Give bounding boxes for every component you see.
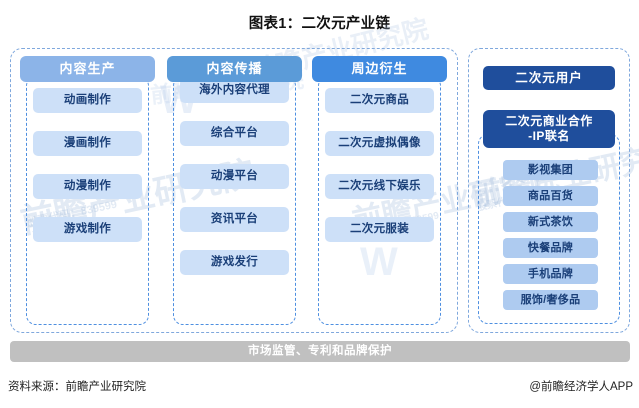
value-chain-panel	[10, 48, 458, 333]
chain-item[interactable]: 漫画制作	[33, 131, 142, 156]
chain-column-content-production: 内容生产 动画制作 漫画制作 动漫制作 游戏制作	[20, 56, 155, 325]
chain-item[interactable]: 二次元商品	[325, 88, 434, 113]
cooperation-item[interactable]: 影视集团	[503, 160, 598, 180]
chain-item[interactable]: 二次元线下娱乐	[325, 174, 434, 199]
chain-item[interactable]: 游戏制作	[33, 217, 142, 242]
cooperation-item[interactable]: 商品百货	[503, 186, 598, 206]
column-header-derivatives[interactable]: 周边衍生	[312, 56, 447, 82]
column-item-list: 动画制作 漫画制作 动漫制作 游戏制作	[33, 88, 142, 260]
chain-column-content-distribution: 内容传播 海外内容代理 综合平台 动漫平台 资讯平台 游戏发行	[167, 56, 302, 325]
cooperation-header-line2: -IP联名	[528, 129, 570, 143]
chain-item[interactable]: 游戏发行	[180, 250, 289, 275]
cooperation-header-line1: 二次元商业合作	[505, 114, 593, 128]
footer-source: 资料来源：前瞻产业研究院	[8, 381, 146, 393]
cooperation-item[interactable]: 服饰/奢侈品	[503, 290, 598, 310]
column-header-content-production[interactable]: 内容生产	[20, 56, 155, 82]
chain-item[interactable]: 综合平台	[180, 121, 289, 146]
chain-item[interactable]: 二次元虚拟偶像	[325, 131, 434, 156]
chain-item[interactable]: 资讯平台	[180, 207, 289, 232]
column-item-list: 二次元商品 二次元虚拟偶像 二次元线下娱乐 二次元服装	[325, 88, 434, 260]
regulation-bar: 市场监管、专利和品牌保护	[10, 341, 630, 362]
cooperation-item-list: 影视集团 商品百货 新式茶饮 快餐品牌 手机品牌 服饰/奢侈品	[503, 160, 598, 316]
footer-brand: @前瞻经济学人APP	[529, 381, 633, 393]
cooperation-item[interactable]: 新式茶饮	[503, 212, 598, 232]
chain-item[interactable]: 动漫平台	[180, 164, 289, 189]
downstream-header-users[interactable]: 二次元用户	[483, 66, 615, 90]
downstream-panel	[468, 48, 630, 333]
column-header-content-distribution[interactable]: 内容传播	[167, 56, 302, 82]
cooperation-item[interactable]: 手机品牌	[503, 264, 598, 284]
chain-column-derivatives: 周边衍生 二次元商品 二次元虚拟偶像 二次元线下娱乐 二次元服装	[312, 56, 447, 325]
chain-item[interactable]: 动漫制作	[33, 174, 142, 199]
chain-item[interactable]: 海外内容代理	[180, 78, 289, 103]
page-title: 图表1：二次元产业链	[248, 16, 391, 32]
cooperation-item[interactable]: 快餐品牌	[503, 238, 598, 258]
chain-item[interactable]: 二次元服装	[325, 217, 434, 242]
chain-item[interactable]: 动画制作	[33, 88, 142, 113]
downstream-header-cooperation[interactable]: 二次元商业合作 -IP联名	[483, 110, 615, 148]
column-item-list: 海外内容代理 综合平台 动漫平台 资讯平台 游戏发行	[180, 78, 289, 293]
